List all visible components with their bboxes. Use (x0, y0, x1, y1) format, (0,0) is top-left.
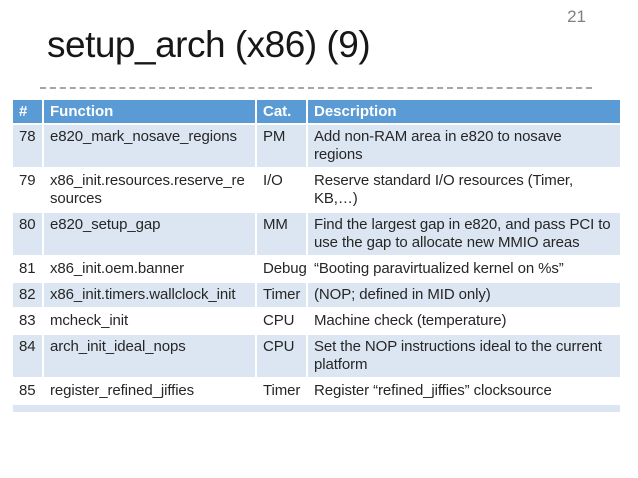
cell-cat: Timer (257, 379, 306, 403)
cell-function: e820_setup_gap (44, 213, 255, 255)
cell-cat: Debug (257, 257, 307, 281)
table-row: 85 register_refined_jiffies Timer Regist… (13, 379, 620, 403)
table-row: 80 e820_setup_gap MM Find the largest ga… (13, 213, 620, 255)
cell-function: x86_init.oem.banner (44, 257, 255, 281)
function-table-container: # Function Cat. Description 78 e820_mark… (11, 98, 622, 412)
header-function: Function (44, 100, 255, 123)
table-header-row: # Function Cat. Description (13, 100, 620, 123)
cell-num: 84 (13, 335, 42, 377)
title-divider-dashed-line (40, 87, 592, 89)
table-row: 78 e820_mark_nosave_regions PM Add non-R… (13, 125, 620, 167)
cell-description: Find the largest gap in e820, and pass P… (308, 213, 620, 255)
table-row: 84 arch_init_ideal_nops CPU Set the NOP … (13, 335, 620, 377)
table-body: 78 e820_mark_nosave_regions PM Add non-R… (13, 125, 620, 403)
header-cat: Cat. (257, 100, 306, 123)
table-row: 81 x86_init.oem.banner Debug “Booting pa… (13, 257, 620, 281)
cell-description: Add non-RAM area in e820 to nosave regio… (308, 125, 620, 167)
slide-title: setup_arch (x86) (9) (47, 24, 371, 65)
cell-num: 85 (13, 379, 42, 403)
table-row: 83 mcheck_init CPU Machine check (temper… (13, 309, 620, 333)
cell-num: 82 (13, 283, 42, 307)
cell-cat: Timer (257, 283, 306, 307)
cell-num: 81 (13, 257, 42, 281)
cell-function: e820_mark_nosave_regions (44, 125, 255, 167)
function-table: # Function Cat. Description 78 e820_mark… (11, 98, 622, 405)
cell-description: Machine check (temperature) (308, 309, 620, 333)
cell-description: Set the NOP instructions ideal to the cu… (308, 335, 620, 377)
cell-function: register_refined_jiffies (44, 379, 255, 403)
table-header: # Function Cat. Description (13, 100, 620, 123)
cell-function: x86_init.resources.reserve_resources (44, 169, 255, 211)
cell-num: 79 (13, 169, 42, 211)
cell-num: 78 (13, 125, 42, 167)
cell-function: mcheck_init (44, 309, 255, 333)
cell-description: (NOP; defined in MID only) (308, 283, 620, 307)
cell-cat: PM (257, 125, 306, 167)
cell-function: arch_init_ideal_nops (44, 335, 255, 377)
cell-num: 83 (13, 309, 42, 333)
table-bottom-strip (13, 405, 620, 412)
header-num: # (13, 100, 42, 123)
header-description: Description (308, 100, 620, 123)
cell-description: “Booting paravirtualized kernel on %s” (308, 257, 620, 281)
cell-function: x86_init.timers.wallclock_init (44, 283, 255, 307)
cell-num: 80 (13, 213, 42, 255)
table-row: 82 x86_init.timers.wallclock_init Timer … (13, 283, 620, 307)
cell-cat: MM (257, 213, 306, 255)
cell-cat: I/O (257, 169, 306, 211)
cell-description: Register “refined_jiffies” clocksource (308, 379, 620, 403)
page-number: 21 (567, 7, 586, 26)
cell-description: Reserve standard I/O resources (Timer, K… (308, 169, 620, 211)
cell-cat: CPU (257, 309, 306, 333)
cell-cat: CPU (257, 335, 306, 377)
table-row: 79 x86_init.resources.reserve_resources … (13, 169, 620, 211)
